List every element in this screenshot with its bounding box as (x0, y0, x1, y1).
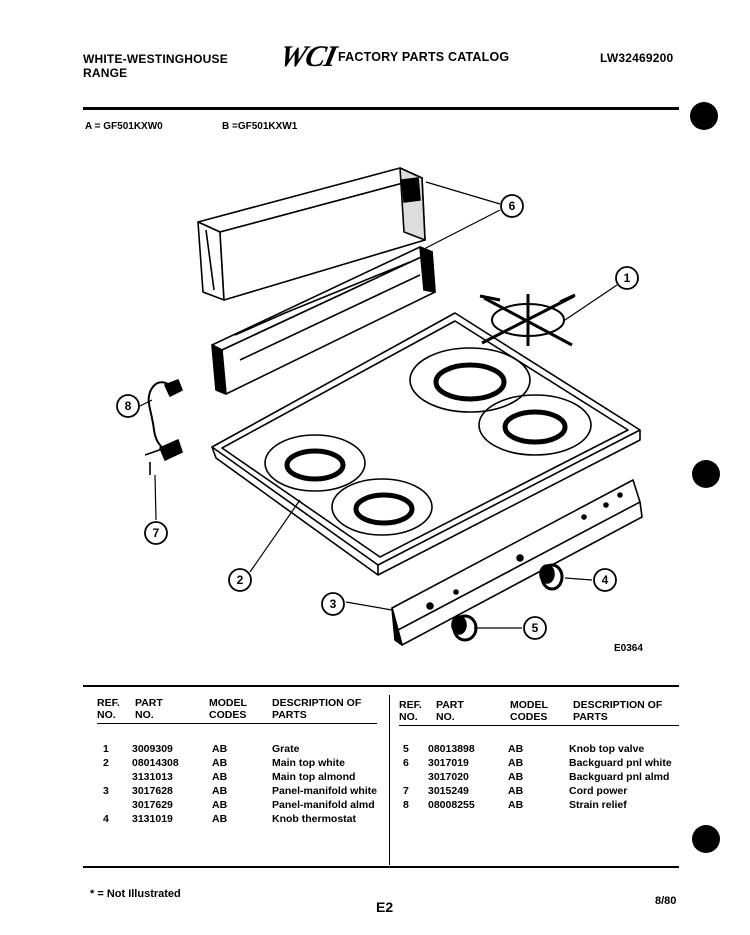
col-part-left: PART NO. (135, 697, 163, 721)
burner-wells (264, 347, 592, 536)
brand-name: WHITE-WESTINGHOUSE (83, 52, 228, 66)
col-ref-right: REF. NO. (399, 699, 422, 723)
backguard-lower (211, 246, 436, 395)
leader-lines (139, 181, 618, 629)
header-underline-right (399, 725, 679, 726)
col-part-right: PART NO. (436, 699, 464, 723)
callout-7: 7 (153, 526, 160, 540)
binder-hole-bottom (692, 825, 720, 853)
binder-hole-top (690, 102, 718, 130)
main-top (211, 312, 641, 576)
col-ref-left: REF. NO. (97, 697, 120, 721)
callout-5: 5 (532, 621, 539, 635)
panel-manifold (391, 479, 643, 646)
header-rule (83, 107, 679, 110)
callout-1: 1 (624, 271, 631, 285)
doc-number: LW32469200 (600, 51, 674, 65)
binder-hole-middle (692, 460, 720, 488)
table-divider (389, 695, 390, 865)
catalog-title: FACTORY PARTS CATALOG (338, 50, 510, 64)
power-cord (144, 379, 183, 475)
col-model-right: MODEL CODES (510, 699, 548, 723)
table-bottom-rule (83, 866, 679, 868)
callout-6: 6 (509, 199, 516, 213)
header-underline-left (97, 723, 377, 724)
grate (479, 293, 576, 347)
figure-id: E0364 (614, 643, 643, 654)
backguard-upper (197, 167, 426, 301)
parts-diagram: 6 1 2 3 4 5 8 7 E0364 (116, 167, 643, 654)
revision-date: 8/80 (655, 895, 677, 907)
col-desc-left: DESCRIPTION OF PARTS (272, 697, 362, 721)
product-type: RANGE (83, 66, 128, 80)
model-b: B =GF501KXW1 (222, 121, 298, 132)
callout-8: 8 (125, 399, 132, 413)
callout-4: 4 (602, 573, 609, 587)
col-model-left: MODEL CODES (209, 697, 247, 721)
callout-3: 3 (330, 597, 337, 611)
callout-2: 2 (237, 573, 244, 587)
callouts (116, 194, 639, 640)
model-a: A = GF501KXW0 (85, 121, 163, 132)
col-desc-right: DESCRIPTION OF PARTS (573, 699, 663, 723)
not-illustrated-note: * = Not Illustrated (90, 888, 181, 900)
page-number: E2 (376, 899, 394, 915)
table-top-rule (83, 685, 679, 687)
